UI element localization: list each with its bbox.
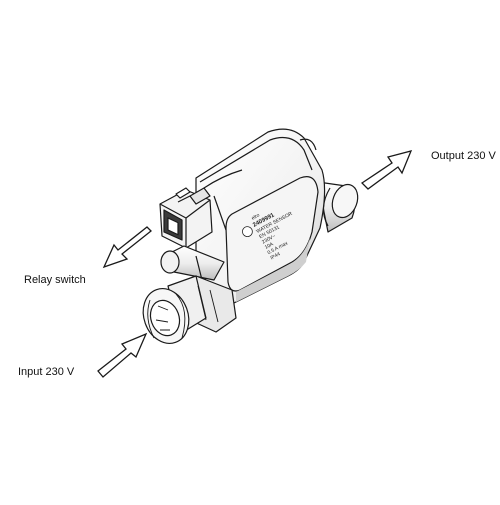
marking-line: 10A [264, 241, 275, 251]
relay-tube [160, 245, 225, 281]
output-arrow [360, 150, 413, 190]
marking-line: IP44 [269, 251, 281, 261]
relay-switch-label: Relay switch [24, 274, 86, 286]
relay-arrow [102, 226, 152, 269]
input-label: Input 230 V [18, 366, 75, 378]
output-tube [317, 181, 359, 233]
logo-text: elro [251, 212, 261, 221]
relay-device: elro 2409991 WATER SENSOR EN 50131 230V~… [142, 128, 359, 344]
certification-mark-icon [242, 226, 253, 238]
product-label: elro 2409991 WATER SENSOR EN 50131 230V~… [242, 211, 294, 261]
housing [195, 128, 326, 305]
output-label: Output 230 V [431, 150, 496, 162]
input-gland [142, 275, 237, 344]
relay-connector [159, 187, 213, 249]
input-arrow [97, 332, 148, 378]
